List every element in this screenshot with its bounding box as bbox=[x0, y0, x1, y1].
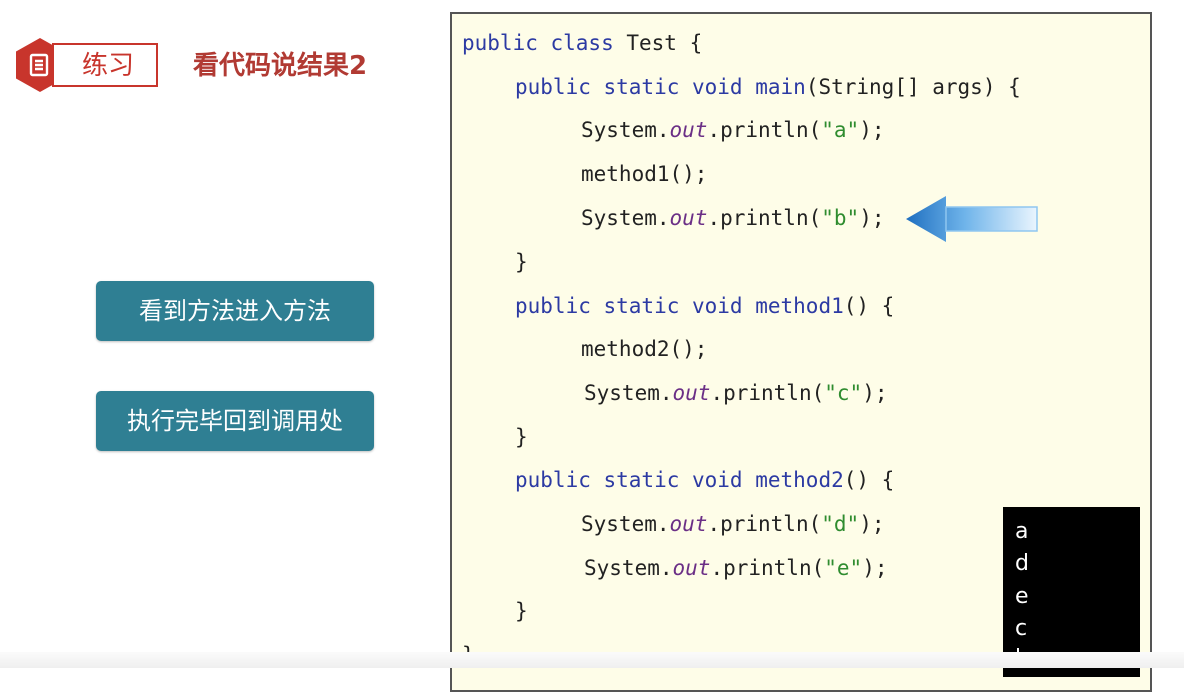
code-token: method1 bbox=[755, 294, 844, 318]
step-enter-method: 看到方法进入方法 bbox=[96, 281, 374, 341]
console-line: c bbox=[1015, 616, 1028, 641]
code-line: public static void main(String[] args) { bbox=[515, 73, 1021, 101]
code-token: .println( bbox=[707, 118, 822, 142]
slide-title: 看代码说结果2 bbox=[193, 51, 368, 81]
section-badge: 练习 bbox=[52, 43, 158, 87]
code-token: out bbox=[672, 556, 711, 580]
code-line: public static void method1() { bbox=[515, 292, 894, 320]
code-token: System. bbox=[584, 556, 673, 580]
code-token: System. bbox=[581, 206, 670, 230]
code-line: public class Test { bbox=[462, 29, 702, 57]
code-line: System.out.println("d"); bbox=[581, 510, 884, 538]
code-token: public static void bbox=[515, 294, 743, 318]
code-token: .println( bbox=[710, 556, 825, 580]
step-return-to-caller: 执行完毕回到调用处 bbox=[96, 391, 374, 451]
code-token: ); bbox=[859, 512, 885, 536]
code-token: (String[] args) { bbox=[805, 75, 1021, 99]
code-token: public static void bbox=[515, 468, 743, 492]
code-token: out bbox=[669, 118, 708, 142]
code-line: System.out.println("a"); bbox=[581, 116, 884, 144]
code-line: method1(); bbox=[581, 160, 707, 188]
code-token: main bbox=[755, 75, 806, 99]
code-token: "c" bbox=[824, 381, 863, 405]
code-token: } bbox=[515, 599, 528, 623]
code-line: System.out.println("c"); bbox=[584, 379, 887, 407]
code-token: "d" bbox=[821, 512, 860, 536]
code-token: out bbox=[672, 381, 711, 405]
code-token: "b" bbox=[821, 206, 860, 230]
code-token: ); bbox=[859, 118, 885, 142]
code-token: ); bbox=[862, 556, 888, 580]
code-line: System.out.println("b"); bbox=[581, 204, 884, 232]
code-token: ); bbox=[862, 381, 888, 405]
code-token: "e" bbox=[824, 556, 863, 580]
code-line: } bbox=[515, 423, 528, 451]
code-token: .println( bbox=[710, 381, 825, 405]
section-badge-label: 练习 bbox=[82, 51, 135, 81]
console-line: e bbox=[1015, 584, 1029, 609]
code-token bbox=[743, 468, 756, 492]
code-token: method1(); bbox=[581, 162, 708, 186]
code-line: } bbox=[515, 248, 528, 276]
code-token: .println( bbox=[707, 206, 822, 230]
code-token: .println( bbox=[707, 512, 822, 536]
code-token: out bbox=[669, 206, 708, 230]
code-token bbox=[743, 294, 756, 318]
code-token bbox=[743, 75, 756, 99]
code-token: method2 bbox=[755, 468, 844, 492]
code-token: Test { bbox=[613, 31, 703, 55]
code-line: method2(); bbox=[581, 335, 707, 363]
bottom-strip bbox=[0, 652, 1184, 668]
code-token: public class bbox=[462, 31, 614, 55]
code-token: } bbox=[515, 425, 528, 449]
code-line: } bbox=[515, 597, 528, 625]
code-token: () { bbox=[843, 468, 895, 492]
code-token: ); bbox=[859, 206, 885, 230]
code-line: public static void method2() { bbox=[515, 466, 894, 494]
code-token: out bbox=[669, 512, 708, 536]
console-output: a d e c b bbox=[1003, 507, 1140, 677]
console-line: d bbox=[1015, 551, 1029, 576]
code-token: method2(); bbox=[581, 337, 708, 361]
code-token: System. bbox=[584, 381, 673, 405]
code-token: } bbox=[515, 250, 528, 274]
code-token: () { bbox=[843, 294, 895, 318]
code-token: public static void bbox=[515, 75, 743, 99]
code-token: System. bbox=[581, 118, 670, 142]
code-line: System.out.println("e"); bbox=[584, 554, 887, 582]
arrow-left-icon bbox=[906, 196, 1038, 242]
console-line: a bbox=[1015, 519, 1029, 544]
code-token: "a" bbox=[821, 118, 860, 142]
code-token: System. bbox=[581, 512, 670, 536]
